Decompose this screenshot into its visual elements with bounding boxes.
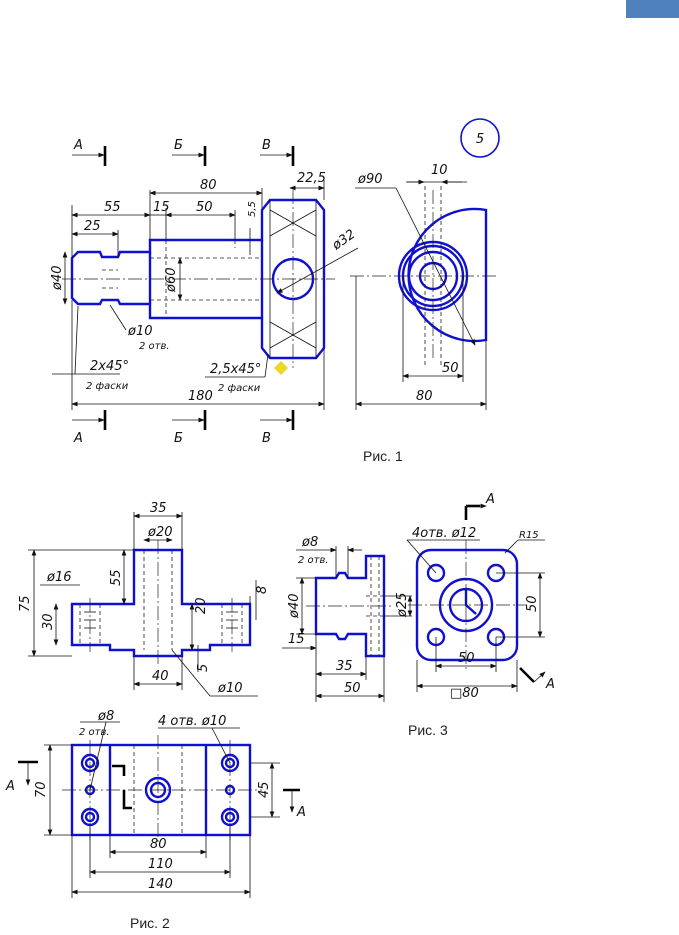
svg-text:А: А — [73, 431, 83, 446]
fig3-side-dimensions: А А 4отв. ø12 R15 50 50 □80 — [406, 492, 555, 701]
svg-text:Б: Б — [174, 431, 183, 446]
svg-text:ø8: ø8 — [97, 709, 114, 724]
task-number: 5 — [476, 132, 484, 147]
svg-text:50: 50 — [458, 651, 475, 666]
figure-1: А Б В А Б В — [50, 138, 498, 464]
fig2-front-view — [70, 540, 252, 665]
svg-text:R15: R15 — [519, 530, 539, 541]
svg-text:А: А — [73, 138, 83, 153]
svg-text:ø40: ø40 — [50, 266, 65, 292]
svg-text:30: 30 — [41, 613, 56, 630]
fig3-front-view — [306, 554, 394, 658]
svg-text:Б: Б — [174, 138, 183, 153]
svg-text:75: 75 — [18, 595, 33, 612]
svg-text:В: В — [262, 431, 271, 446]
svg-text:ø8: ø8 — [301, 535, 318, 550]
fig3-front-dimensions: ø8 2 отв. ø40 ø25 15 35 50 — [282, 535, 413, 702]
svg-text:5: 5 — [196, 664, 211, 672]
svg-text:15: 15 — [288, 632, 305, 647]
svg-text:55: 55 — [109, 569, 124, 586]
svg-text:45: 45 — [257, 781, 272, 798]
svg-text:80: 80 — [150, 837, 167, 852]
svg-text:ø10: ø10 — [127, 324, 153, 339]
svg-text:80: 80 — [416, 389, 433, 404]
svg-text:2 фаски: 2 фаски — [86, 381, 129, 392]
svg-text:2x45°: 2x45° — [90, 359, 129, 374]
figure-2: 35 ø20 75 ø16 30 55 20 8 5 40 — [5, 501, 306, 931]
svg-text:40: 40 — [152, 669, 169, 684]
svg-text:4отв. ø12: 4отв. ø12 — [412, 526, 476, 541]
svg-text:2 отв.: 2 отв. — [79, 727, 110, 738]
svg-text:2 отв.: 2 отв. — [298, 555, 329, 566]
svg-text:50: 50 — [525, 595, 540, 612]
svg-text:В: В — [262, 138, 271, 153]
fig3-caption: Рис. 3 — [408, 722, 448, 738]
svg-text:35: 35 — [336, 659, 353, 674]
svg-text:5,5: 5,5 — [247, 201, 258, 217]
svg-text:140: 140 — [148, 877, 173, 892]
svg-text:10: 10 — [431, 163, 448, 178]
fig2-caption: Рис. 2 — [130, 915, 170, 931]
svg-text:ø90: ø90 — [357, 172, 383, 187]
svg-text:180: 180 — [188, 389, 213, 404]
svg-text:50: 50 — [196, 200, 213, 215]
svg-text:□80: □80 — [450, 686, 479, 701]
svg-text:110: 110 — [148, 857, 173, 872]
task-number-badge: 5 — [460, 118, 500, 158]
svg-text:ø60: ø60 — [164, 268, 179, 294]
svg-text:2,5x45°: 2,5x45° — [210, 362, 261, 377]
svg-text:8: 8 — [255, 586, 270, 594]
svg-text:80: 80 — [200, 178, 217, 193]
svg-text:15: 15 — [153, 200, 170, 215]
svg-text:ø10: ø10 — [217, 681, 243, 696]
svg-text:70: 70 — [34, 781, 49, 798]
fig1-section-marks-bottom: А Б В — [72, 410, 295, 446]
svg-text:50: 50 — [344, 681, 361, 696]
svg-text:20: 20 — [194, 597, 209, 614]
svg-text:2 отв.: 2 отв. — [139, 341, 170, 352]
corner-tab — [626, 0, 679, 18]
svg-text:ø25: ø25 — [395, 593, 410, 619]
fig1-side-view: 80 50 10 ø90 — [350, 163, 498, 410]
fig1-section-marks-top: А Б В — [72, 138, 295, 166]
fig2-top-view — [62, 735, 262, 845]
svg-text:А: А — [545, 677, 555, 692]
svg-text:ø40: ø40 — [287, 594, 302, 620]
svg-text:22,5: 22,5 — [297, 171, 326, 186]
figure-3: ø8 2 отв. ø40 ø25 15 35 50 — [282, 492, 555, 738]
fig1-shaft-front-view — [62, 190, 335, 368]
svg-text:2 фаски: 2 фаски — [218, 383, 261, 394]
svg-text:ø20: ø20 — [147, 525, 173, 540]
svg-text:А: А — [5, 779, 15, 794]
fig1-dimensions: 80 22,5 55 15 50 5,5 25 ø40 ø60 ø32 ø10 … — [50, 171, 358, 410]
svg-text:35: 35 — [150, 501, 167, 516]
svg-text:50: 50 — [442, 361, 459, 376]
svg-text:4 отв. ø10: 4 отв. ø10 — [158, 714, 226, 729]
fig2-front-dimensions: 35 ø20 75 ø16 30 55 20 8 5 40 — [18, 501, 270, 697]
svg-text:А: А — [296, 805, 306, 820]
fig2-top-dimensions: А А 70 45 ø8 2 отв. 4 отв. ø10 80 — [5, 709, 306, 898]
svg-text:25: 25 — [84, 219, 101, 234]
fig1-caption: Рис. 1 — [363, 448, 403, 464]
svg-text:ø16: ø16 — [46, 570, 72, 585]
svg-text:55: 55 — [104, 200, 121, 215]
svg-text:А: А — [485, 492, 495, 507]
marker-icon — [274, 361, 288, 375]
